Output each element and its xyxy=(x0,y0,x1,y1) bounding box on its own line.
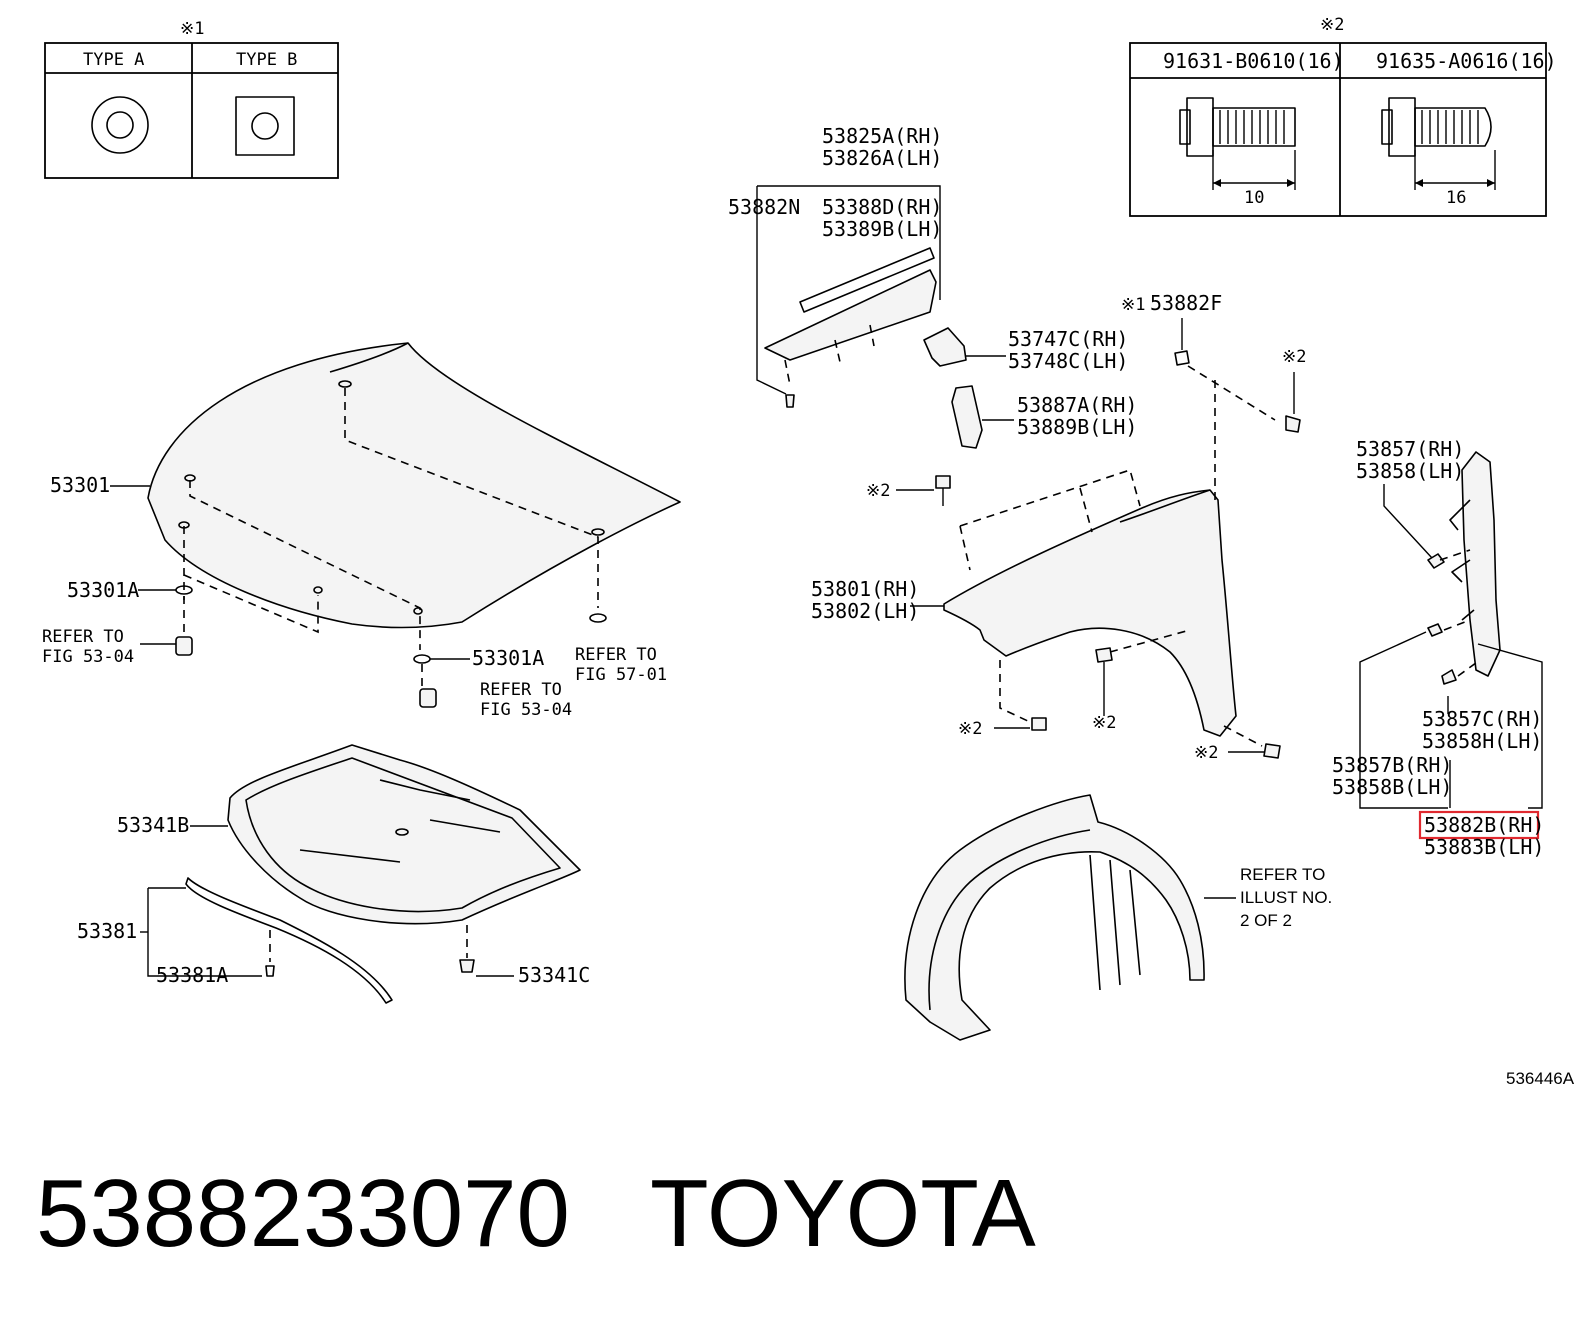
bolt-icon-fender-lower-right xyxy=(1228,743,1281,759)
bolt-2-icon xyxy=(1381,97,1496,190)
label-53858b: 53858B(LH) xyxy=(1332,775,1452,799)
label-fig-53-04-left: FIG 53-04 xyxy=(42,647,134,667)
bolt-icon-fender-top xyxy=(896,475,951,506)
type-a-label: TYPE A xyxy=(83,50,144,70)
caption-brand: TOYOTA xyxy=(650,1160,1036,1267)
label-53858: 53858(LH) xyxy=(1356,459,1464,483)
label-53857b: 53857B(RH) xyxy=(1332,753,1452,777)
label-53858h: 53858H(LH) xyxy=(1422,729,1542,753)
bolt-2-part-number: 91635-A0616(16) xyxy=(1376,49,1557,73)
drawing-id: 536446A xyxy=(1506,1069,1575,1088)
label-x1-marker: ※1 xyxy=(1121,295,1145,315)
bracket-53747c xyxy=(923,327,1006,367)
hood-cushion-right xyxy=(419,688,437,708)
bolt-icon-fender-middle xyxy=(1095,647,1113,716)
label-53341c: 53341C xyxy=(518,963,590,987)
label-53381a: 53381A xyxy=(156,963,228,987)
label-53389b: 53389B(LH) xyxy=(822,217,942,241)
fender-seal xyxy=(1359,451,1543,809)
label-fig-53-04-center: FIG 53-04 xyxy=(480,700,572,720)
clip-53857-icon xyxy=(1427,553,1445,569)
hood-insulator xyxy=(227,744,581,925)
label-53857: 53857(RH) xyxy=(1356,437,1464,461)
label-53882f: 53882F xyxy=(1150,291,1222,315)
label-53802: 53802(LH) xyxy=(811,599,919,623)
bolt-table-marker: ※2 xyxy=(1320,15,1344,35)
bracket-53887a xyxy=(951,385,1014,449)
bolt-icon-top-right xyxy=(1285,372,1301,433)
label-illust-refer-to: REFER TO xyxy=(1240,865,1325,884)
bolt-1-part-number: 91631-B0610(16) xyxy=(1163,49,1344,73)
label-53801: 53801(RH) xyxy=(811,577,919,601)
hood-panel xyxy=(147,342,681,629)
label-refer-to-left: REFER TO xyxy=(42,627,124,647)
type-a-washer-icon xyxy=(91,96,149,154)
label-53882b: 53882B(RH) xyxy=(1424,813,1544,837)
clip-53857b-icon xyxy=(1427,623,1443,637)
label-53825a: 53825A(RH) xyxy=(822,124,942,148)
fender-liner xyxy=(904,794,1236,1041)
highlight-53882b xyxy=(1418,810,1540,840)
bolt-2-length: 16 xyxy=(1446,188,1466,208)
label-refer-to-right: REFER TO xyxy=(575,645,657,665)
bolt-icon-fender-lower-left xyxy=(994,717,1047,731)
label-fig-57-01: FIG 57-01 xyxy=(575,665,667,685)
front-fender xyxy=(910,380,1263,747)
label-x2-fender-lower-right: ※2 xyxy=(1194,743,1218,763)
cowl-seal-bracket xyxy=(756,185,941,408)
label-53341b: 53341B xyxy=(117,813,189,837)
label-x2-fender-lower-left: ※2 xyxy=(958,719,982,739)
label-illust-2-of-2: 2 OF 2 xyxy=(1240,911,1292,930)
type-table: ※1 TYPE A TYPE B xyxy=(44,19,339,179)
label-53301: 53301 xyxy=(50,473,110,497)
hood-seal xyxy=(185,877,393,1004)
bolt-1-icon xyxy=(1179,97,1296,190)
caption-part-number: 5388233070 xyxy=(36,1160,570,1267)
label-53747c: 53747C(RH) xyxy=(1008,327,1128,351)
label-53301a-left: 53301A xyxy=(67,578,139,602)
clip-53341c-icon xyxy=(459,925,475,973)
label-53826a: 53826A(LH) xyxy=(822,146,942,170)
type-b-square-nut-icon xyxy=(235,96,295,156)
label-53857c: 53857C(RH) xyxy=(1422,707,1542,731)
label-x2-top-right: ※2 xyxy=(1282,347,1306,367)
label-illust-no: ILLUST NO. xyxy=(1240,888,1332,907)
label-53388d: 53388D(RH) xyxy=(822,195,942,219)
label-x2-fender-top: ※2 xyxy=(866,481,890,501)
label-53748c: 53748C(LH) xyxy=(1008,349,1128,373)
label-53889b: 53889B(LH) xyxy=(1017,415,1137,439)
bolt-table: ※2 91631-B0610(16) 91635-A0616(16) 10 xyxy=(1129,15,1557,217)
label-53883b: 53883B(LH) xyxy=(1424,835,1544,859)
type-b-label: TYPE B xyxy=(236,50,297,70)
bolt-1-length: 10 xyxy=(1244,188,1264,208)
label-53887a: 53887A(RH) xyxy=(1017,393,1137,417)
hood-assembly xyxy=(110,342,681,708)
label-x2-fender-middle: ※2 xyxy=(1092,713,1116,733)
clip-53381a-icon xyxy=(265,930,275,977)
square-nut-53882f-icon xyxy=(1174,318,1276,421)
label-refer-to-center: REFER TO xyxy=(480,680,562,700)
label-53882n: 53882N xyxy=(728,195,800,219)
type-table-marker: ※1 xyxy=(180,19,204,39)
label-53381: 53381 xyxy=(77,919,137,943)
clip-53857c-icon xyxy=(1441,669,1457,685)
hood-cushion-left xyxy=(175,636,193,656)
fender-panel xyxy=(943,489,1237,737)
label-53301a-center: 53301A xyxy=(472,646,544,670)
